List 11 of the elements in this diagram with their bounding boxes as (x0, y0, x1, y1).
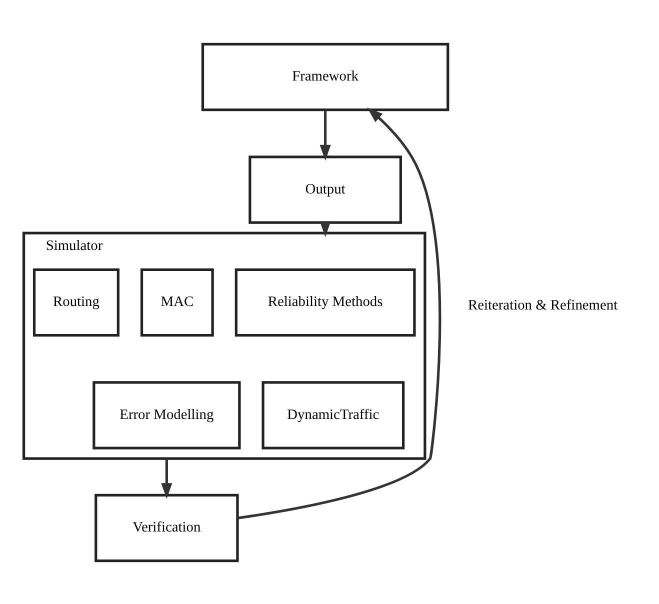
node-box: Routing (32, 268, 120, 336)
arrow (238, 107, 442, 519)
arrow (161, 458, 172, 498)
node-box: Verification (94, 493, 239, 562)
node-box: DynamicTraffic (262, 380, 405, 449)
arrow (320, 110, 331, 160)
edge-label: Reiteration & Refinement (468, 297, 618, 314)
node-box: Error Modelling (92, 380, 241, 449)
node-box: Reliability Methods (234, 268, 416, 336)
node-box: Framework (201, 42, 450, 111)
node-box: MAC (140, 268, 214, 336)
